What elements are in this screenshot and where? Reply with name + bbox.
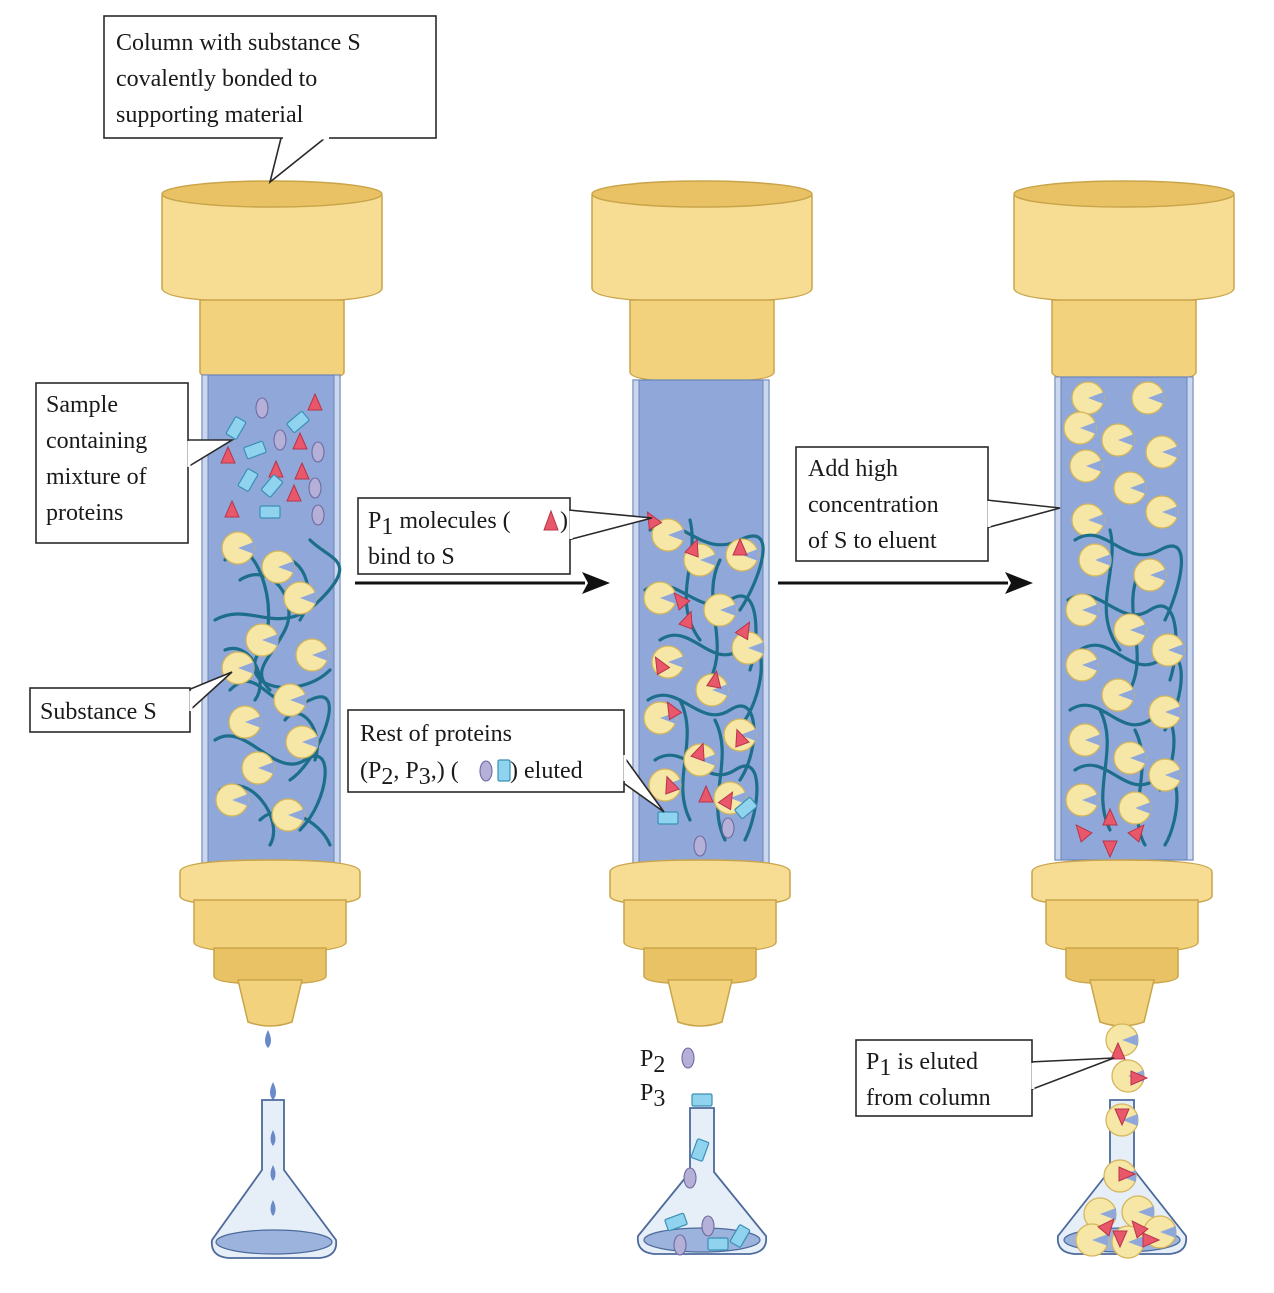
column-1-top-cap [161, 180, 383, 383]
column-1 [161, 180, 383, 1027]
column-note-line-1: Column with substance S [116, 30, 361, 56]
add-high-line-3: of S to eluent [808, 528, 937, 554]
p1-bind-callout: P1 molecules ( ) bind to S [357, 497, 653, 575]
column-note-line-3: supporting material [116, 102, 304, 128]
column-note-callout: Column with substance S covalently bonde… [103, 15, 437, 185]
sample-note-line-2: containing [46, 428, 147, 454]
rest-proteins-line-1: Rest of proteins [360, 721, 512, 747]
p2-molecule-icon [681, 1047, 695, 1069]
sample-note-callout: Sample containing mixture of proteins [35, 382, 235, 544]
column-2-top-cap [591, 180, 813, 383]
svg-text:): ) [560, 508, 568, 534]
rest-proteins-callout: Rest of proteins (P2, P3,) ( ) eluted [347, 709, 665, 813]
column-2 [591, 180, 813, 1027]
p1-bind-line-2: bind to S [368, 544, 455, 570]
column-3 [1013, 180, 1235, 1027]
add-high-line-1: Add high [808, 456, 898, 482]
substance-s-label: Substance S [40, 699, 157, 725]
column-1-bottom-cap [179, 859, 361, 1027]
flask-1-group [210, 1030, 338, 1259]
p1-eluted-line-1: P1 is eluted [866, 1049, 978, 1081]
p3-label: P3 [640, 1080, 665, 1112]
p1-eluted-line-2: from column [866, 1085, 991, 1111]
cyan-rectangle-icon [497, 759, 511, 782]
p1-eluted-callout: P1 is eluted from column [855, 1039, 1115, 1117]
column-3-bottom-cap [1031, 859, 1213, 1027]
step-arrow-2 [778, 572, 1033, 594]
p1-bind-line-1: P1 molecules ( [368, 508, 511, 540]
flask-3-group [1056, 1023, 1188, 1259]
p3-molecule-icon [691, 1093, 713, 1107]
lavender-ellipse-icon [479, 760, 493, 782]
add-high-callout: Add high concentration of S to eluent [795, 446, 1061, 562]
column-note-line-2: covalently bonded to [116, 66, 317, 92]
substance-s-callout: Substance S [29, 671, 233, 733]
sample-note-line-4: proteins [46, 500, 123, 526]
red-triangle-icon [543, 509, 559, 531]
column-3-top-cap [1013, 180, 1235, 383]
sample-note-line-1: Sample [46, 392, 118, 418]
column-2-bottom-cap [609, 859, 791, 1027]
svg-text:) eluted: ) eluted [510, 758, 583, 784]
rest-proteins-line-2: (P2, P3,) ( [360, 758, 459, 790]
p2-label: P2 [640, 1046, 665, 1078]
drop-icon [265, 1030, 271, 1048]
flask-2-group [636, 1047, 768, 1256]
p2-molecule [255, 397, 269, 419]
sample-note-line-3: mixture of [46, 464, 147, 490]
add-high-line-2: concentration [808, 492, 939, 518]
step-arrow-1 [355, 572, 610, 594]
